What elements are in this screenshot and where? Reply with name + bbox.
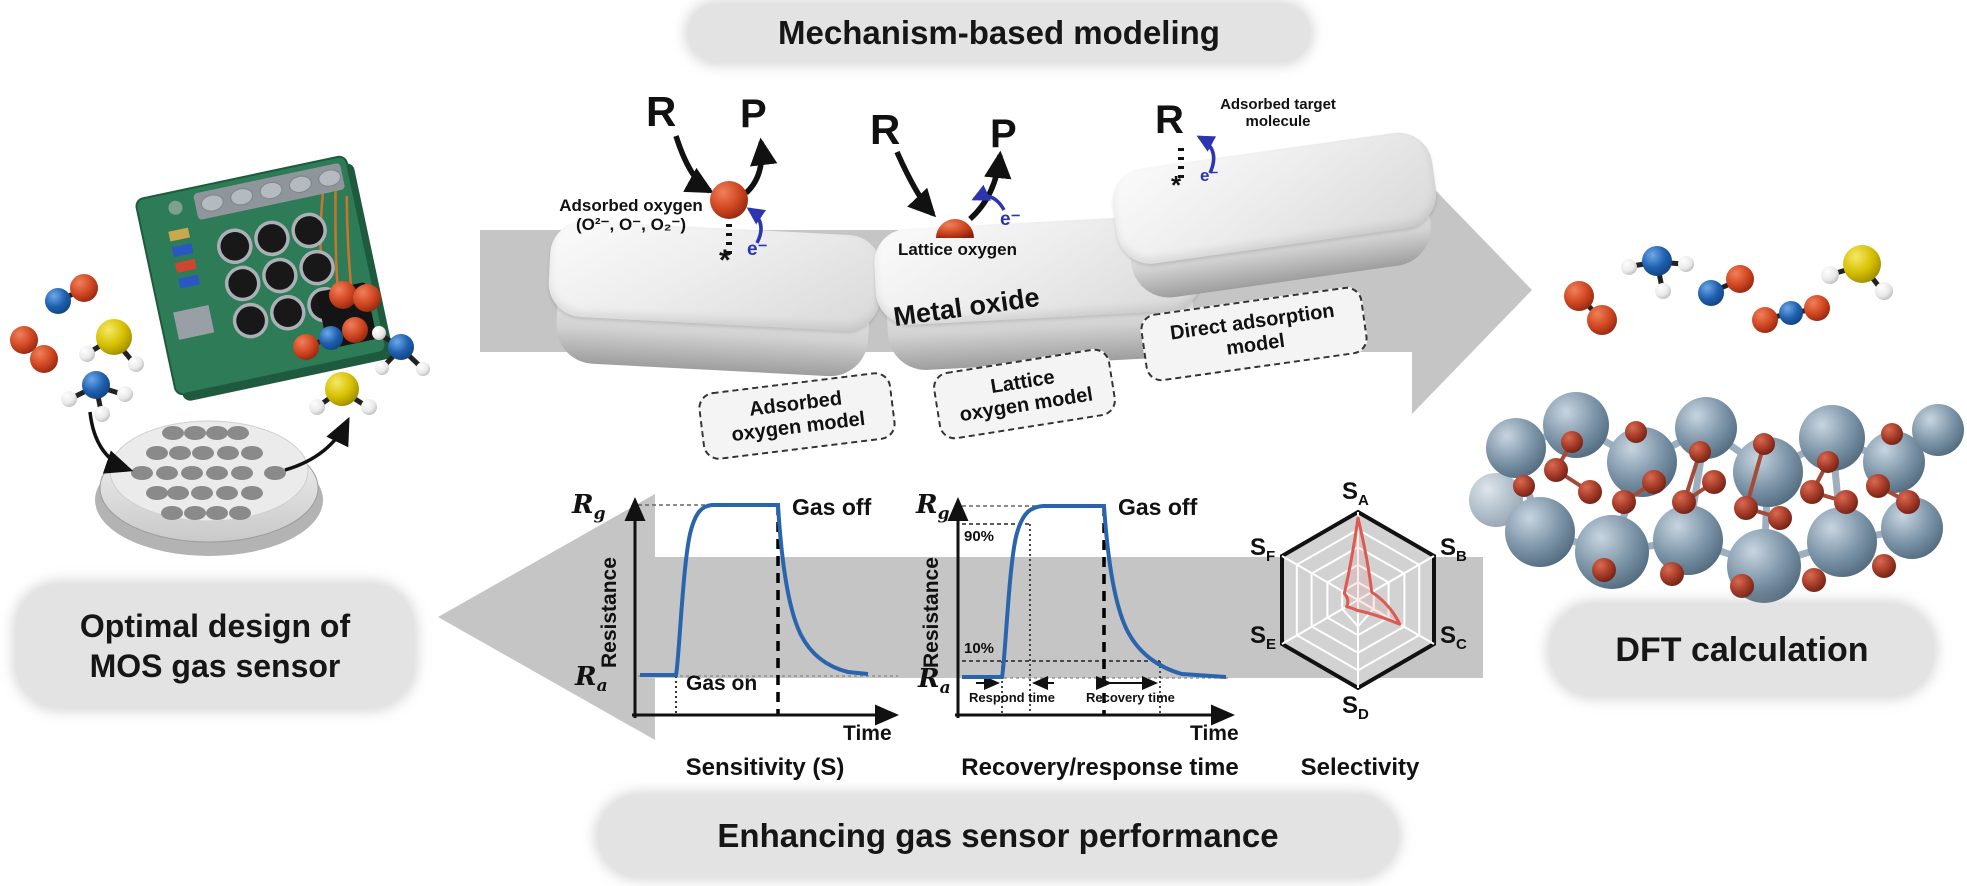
g2-90pct-label: 90% bbox=[964, 528, 995, 545]
no2-molecule bbox=[319, 326, 343, 350]
selectivity-radar bbox=[1280, 509, 1436, 691]
g2-caption: Recovery/response time bbox=[961, 754, 1239, 781]
adsorbed-oxygen-model-box: Adsorbed oxygen model bbox=[696, 370, 898, 462]
radar-axis-sb: SB bbox=[1440, 534, 1467, 565]
slab-direct-adsorption bbox=[1108, 128, 1445, 304]
bottom-title-pill: Enhancing gas sensor performance bbox=[598, 795, 1398, 877]
slab1-product-label: P bbox=[740, 92, 767, 136]
crystal-structure-illustration bbox=[1469, 392, 1964, 603]
arrow-to-disc bbox=[88, 411, 134, 474]
radar-axis-sd: SD bbox=[1342, 692, 1369, 723]
slab2-product-label: P bbox=[990, 112, 1017, 156]
slab2-reactant-label: R bbox=[870, 106, 901, 153]
slab1-adsorption-site: * bbox=[719, 244, 731, 277]
sensor-array-3x3 bbox=[217, 212, 343, 339]
sensitivity-graph bbox=[624, 497, 899, 726]
g2-ylabel: Resistance bbox=[920, 557, 943, 668]
g1-rg-label: Rg bbox=[572, 490, 606, 525]
slab3-reactant-label: R bbox=[1155, 98, 1184, 142]
arrow-from-disc bbox=[284, 416, 350, 472]
slab2-lattice-oxygen-label: Lattice oxygen bbox=[897, 240, 1018, 259]
slab1-top-face bbox=[546, 219, 884, 333]
slab1-reactant-label: R bbox=[646, 88, 677, 135]
recovery-curve bbox=[962, 504, 1227, 679]
gas-molecules-left bbox=[10, 274, 430, 422]
recovery-graph bbox=[947, 497, 1235, 726]
h2s-molecule bbox=[96, 319, 132, 355]
gas-molecules-right bbox=[1564, 245, 1893, 335]
g1-ylabel: Resistance bbox=[598, 557, 621, 668]
g2-gas-off-label: Gas off bbox=[1118, 494, 1198, 520]
radar-axis-sc: SC bbox=[1440, 622, 1467, 653]
left-title-line1: Optimal design of bbox=[79, 608, 351, 644]
g2-10pct-label: 10% bbox=[964, 640, 995, 657]
g2-recovery-time-label: Recovery time bbox=[1086, 690, 1175, 705]
co-molecule bbox=[45, 288, 71, 314]
slab2-electron-label: e⁻ bbox=[1000, 209, 1021, 230]
slab1-adsorbed-oxygen-label: Adsorbed oxygen (O²⁻, O⁻, O₂⁻) bbox=[559, 196, 703, 234]
slab3-target-molecule-label: Adsorbed target molecule bbox=[1220, 96, 1336, 130]
top-title: Mechanism-based modeling bbox=[778, 14, 1220, 51]
slab1-electron-label: e⁻ bbox=[747, 239, 768, 260]
adsorbed-oxygen-sphere bbox=[710, 181, 748, 219]
g1-caption: Sensitivity (S) bbox=[685, 754, 845, 781]
nh3-molecule bbox=[82, 371, 110, 399]
o2-molecule bbox=[10, 326, 38, 354]
right-title-pill: DFT calculation bbox=[1550, 604, 1934, 696]
g1-xlabel: Time bbox=[843, 722, 892, 745]
top-title-pill: Mechanism-based modeling bbox=[688, 4, 1310, 62]
slab-adsorbed-oxygen bbox=[545, 219, 884, 379]
left-title-pill: Optimal design of MOS gas sensor bbox=[16, 584, 414, 708]
g1-gas-on-label: Gas on bbox=[686, 672, 758, 695]
right-title: DFT calculation bbox=[1615, 630, 1869, 669]
slab3-electron-label: e⁻ bbox=[1200, 166, 1219, 185]
g2-rg-label: Rg bbox=[916, 490, 950, 525]
bottom-title: Enhancing gas sensor performance bbox=[717, 817, 1279, 854]
radar-caption: Selectivity bbox=[1300, 754, 1420, 781]
g1-gas-off-label: Gas off bbox=[792, 494, 872, 520]
radar-axis-sa: SA bbox=[1342, 478, 1369, 509]
selectivity-profile bbox=[1342, 516, 1402, 626]
radar-axis-sf: SF bbox=[1250, 534, 1276, 565]
left-flow-arrow bbox=[438, 494, 1483, 740]
sensor-disc-illustration bbox=[88, 411, 350, 556]
pcb-board-illustration bbox=[135, 155, 393, 401]
g2-xlabel: Time bbox=[1190, 722, 1239, 745]
left-title-line2: MOS gas sensor bbox=[89, 648, 341, 684]
sensitivity-curve bbox=[640, 503, 869, 677]
g2-respond-time-label: Respond time bbox=[969, 690, 1055, 705]
slab3-adsorption-site: * bbox=[1171, 170, 1182, 200]
radar-axis-se: SE bbox=[1250, 622, 1277, 653]
g2-ra-label: Ra bbox=[918, 664, 951, 699]
